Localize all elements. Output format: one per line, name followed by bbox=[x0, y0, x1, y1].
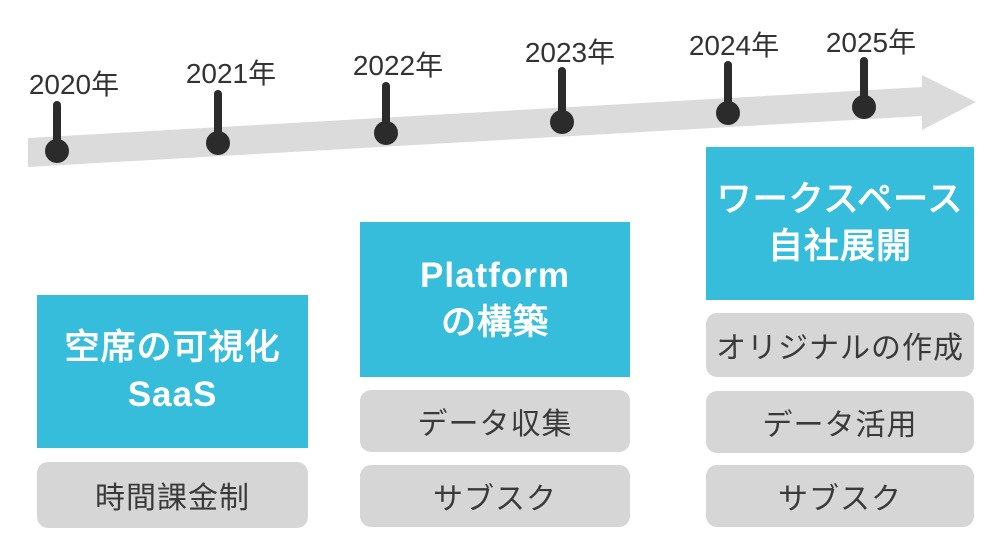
timeline-arrow: 2020年 2021年 2022年 2023年 2024年 2025年 bbox=[28, 27, 976, 167]
timeline-arrowhead-icon bbox=[922, 75, 976, 130]
marker-dot bbox=[206, 131, 230, 155]
year-label-2021: 2021年 bbox=[186, 58, 276, 89]
phase-title-line1: 空席の可視化 bbox=[64, 328, 281, 368]
phase-title-line2: 自社展開 bbox=[767, 226, 912, 266]
year-label-2025: 2025年 bbox=[826, 27, 916, 58]
timeline-marker-2021: 2021年 bbox=[186, 58, 276, 155]
timeline-marker-2025: 2025年 bbox=[826, 27, 916, 119]
phase-title-line2: の構築 bbox=[440, 302, 549, 342]
marker-dot bbox=[852, 95, 876, 119]
phase-item: データ活用 bbox=[706, 391, 974, 453]
marker-dot bbox=[45, 139, 69, 163]
phase-item: サブスク bbox=[706, 465, 974, 527]
year-label-2022: 2022年 bbox=[353, 50, 443, 81]
phase-title-line1: Platform bbox=[420, 256, 570, 296]
year-label-2020: 2020年 bbox=[29, 69, 119, 100]
marker-dot bbox=[374, 121, 398, 145]
phase-column-2025: ワークスペース 自社展開 オリジナルの作成 データ活用 サブスク bbox=[706, 0, 974, 556]
marker-dot bbox=[716, 101, 740, 125]
timeline-marker-2020: 2020年 bbox=[29, 69, 119, 163]
timeline-marker-2023: 2023年 bbox=[525, 37, 615, 134]
phase-item: 時間課金制 bbox=[37, 462, 308, 528]
timeline-band bbox=[28, 87, 923, 167]
phase-title-box: ワークスペース 自社展開 bbox=[706, 147, 974, 300]
timeline-marker-2024: 2024年 bbox=[689, 30, 779, 125]
phase-title-box: Platform の構築 bbox=[360, 222, 630, 377]
year-label-2023: 2023年 bbox=[525, 37, 615, 68]
timeline-marker-2022: 2022年 bbox=[353, 50, 443, 145]
year-label-2024: 2024年 bbox=[689, 30, 779, 61]
phase-column-2022: Platform の構築 データ収集 サブスク bbox=[360, 0, 630, 556]
marker-dot bbox=[550, 110, 574, 134]
phase-title-box: 空席の可視化 SaaS bbox=[37, 295, 308, 448]
phase-item: データ収集 bbox=[360, 390, 630, 452]
phase-item: オリジナルの作成 bbox=[706, 313, 974, 377]
phase-column-2020: 空席の可視化 SaaS 時間課金制 bbox=[37, 0, 308, 556]
phase-title-line1: ワークスペース bbox=[716, 180, 964, 220]
phase-item: サブスク bbox=[360, 465, 630, 527]
phase-title-line2: SaaS bbox=[127, 374, 218, 414]
